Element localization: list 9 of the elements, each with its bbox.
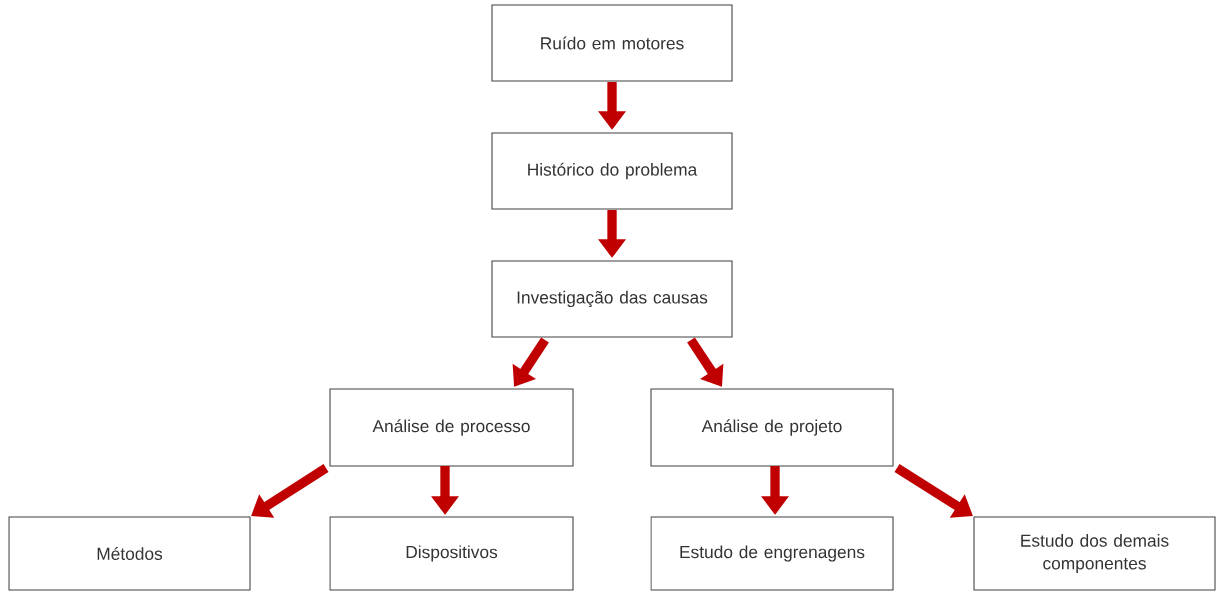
process-box: Estudo dos demais componentes (973, 516, 1216, 591)
process-box: Dispositivos (329, 516, 574, 591)
process-box: Investigação das causas (491, 260, 733, 338)
process-box: Análise de processo (329, 388, 574, 467)
process-box: Estudo de engrenagens (650, 516, 894, 591)
process-box: Análise de projeto (650, 388, 894, 467)
process-box: Histórico do problema (491, 132, 733, 210)
process-box: Métodos (8, 516, 251, 591)
process-box: Ruído em motores (491, 4, 733, 82)
